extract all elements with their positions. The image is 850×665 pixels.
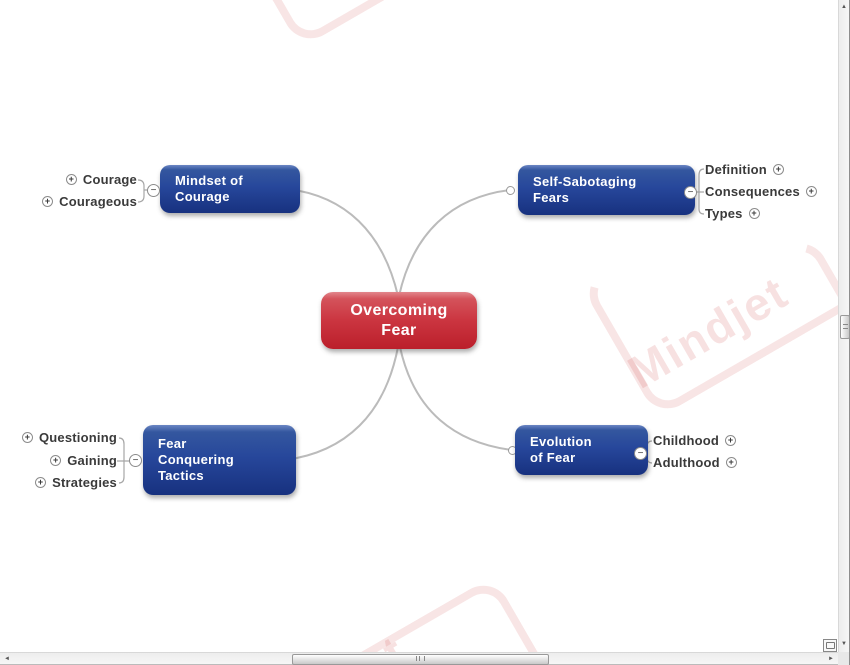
collapse-icon-evolution[interactable]: − [634, 447, 647, 460]
subtopic-childhood[interactable]: Childhood + [653, 433, 737, 448]
map-overview-button[interactable] [823, 639, 837, 652]
horizontal-scrollbar[interactable]: ◄ ► [0, 652, 838, 665]
subtopic-label: Definition [705, 162, 767, 177]
expand-icon[interactable]: + [725, 457, 737, 468]
bracket-mindset [137, 179, 147, 203]
topic-label: Self-Sabotaging Fears [533, 174, 637, 205]
topic-label: Mindset of Courage [175, 173, 243, 204]
bracket-tactics [117, 437, 129, 484]
collapse-icon-mindset[interactable]: − [147, 184, 160, 197]
subtopic-definition[interactable]: Definition + [705, 162, 784, 177]
expand-icon[interactable]: + [21, 432, 33, 443]
subtopic-label: Adulthood [653, 455, 720, 470]
subtopic-label: Types [705, 206, 743, 221]
expand-icon[interactable]: + [50, 455, 62, 466]
subtopic-label: Childhood [653, 433, 720, 448]
topic-label: Evolution of Fear [530, 434, 592, 465]
subtopic-types[interactable]: Types + [705, 206, 760, 221]
connector-dot-fears [506, 186, 515, 195]
expand-icon[interactable]: + [805, 186, 817, 197]
subtopic-questioning[interactable]: + Questioning [21, 430, 117, 445]
subtopic-label: Strategies [52, 475, 117, 490]
subtopic-consequences[interactable]: Consequences + [705, 184, 817, 199]
scrollbar-corner [838, 652, 850, 665]
subtopic-adulthood[interactable]: Adulthood + [653, 455, 737, 470]
expand-icon[interactable]: + [725, 435, 737, 446]
horizontal-scroll-thumb[interactable] [292, 654, 549, 665]
collapse-icon-fears[interactable]: − [684, 186, 697, 199]
expand-icon[interactable]: + [65, 174, 77, 185]
topic-label: Fear Conquering Tactics [158, 436, 234, 483]
map-overview-icon [825, 642, 835, 649]
curve-evolution [399, 346, 513, 451]
scroll-up-icon[interactable]: ▲ [841, 4, 847, 10]
expand-icon[interactable]: + [772, 164, 784, 175]
topic-evolution-of-fear[interactable]: Evolution of Fear [515, 425, 648, 475]
topic-self-sabotaging-fears[interactable]: Self-Sabotaging Fears [518, 165, 695, 215]
subtopic-label: Questioning [38, 430, 117, 445]
topic-fear-conquering-tactics[interactable]: Fear Conquering Tactics [143, 425, 296, 495]
curve-mindset [287, 188, 399, 297]
topic-mindset-of-courage[interactable]: Mindset of Courage [160, 165, 300, 213]
curve-tactics [284, 346, 399, 461]
subtopic-label: Courage [82, 172, 137, 187]
thumb-grip [416, 656, 425, 661]
scroll-down-icon[interactable]: ▼ [841, 641, 847, 647]
scroll-left-icon[interactable]: ◄ [4, 655, 10, 662]
expand-icon[interactable]: + [35, 477, 47, 488]
subtopic-courage[interactable]: + Courage [65, 172, 137, 187]
subtopic-label: Gaining [67, 453, 117, 468]
subtopic-label: Courageous [59, 194, 137, 209]
central-topic-label: Overcoming Fear [350, 301, 448, 339]
thumb-grip [842, 324, 848, 329]
vertical-scrollbar[interactable]: ▲ ▼ [838, 0, 850, 652]
expand-icon[interactable]: + [42, 196, 54, 207]
vertical-scroll-thumb[interactable] [840, 315, 850, 339]
bracket-fears [696, 168, 705, 215]
subtopic-label: Consequences [705, 184, 800, 199]
curve-fears [398, 189, 511, 297]
subtopic-gaining[interactable]: + Gaining [50, 453, 117, 468]
subtopic-courageous[interactable]: + Courageous [42, 194, 137, 209]
scroll-right-icon[interactable]: ► [828, 655, 834, 662]
subtopic-strategies[interactable]: + Strategies [35, 475, 117, 490]
expand-icon[interactable]: + [748, 208, 760, 219]
central-topic[interactable]: Overcoming Fear [321, 292, 477, 349]
collapse-icon-tactics[interactable]: − [129, 454, 142, 467]
